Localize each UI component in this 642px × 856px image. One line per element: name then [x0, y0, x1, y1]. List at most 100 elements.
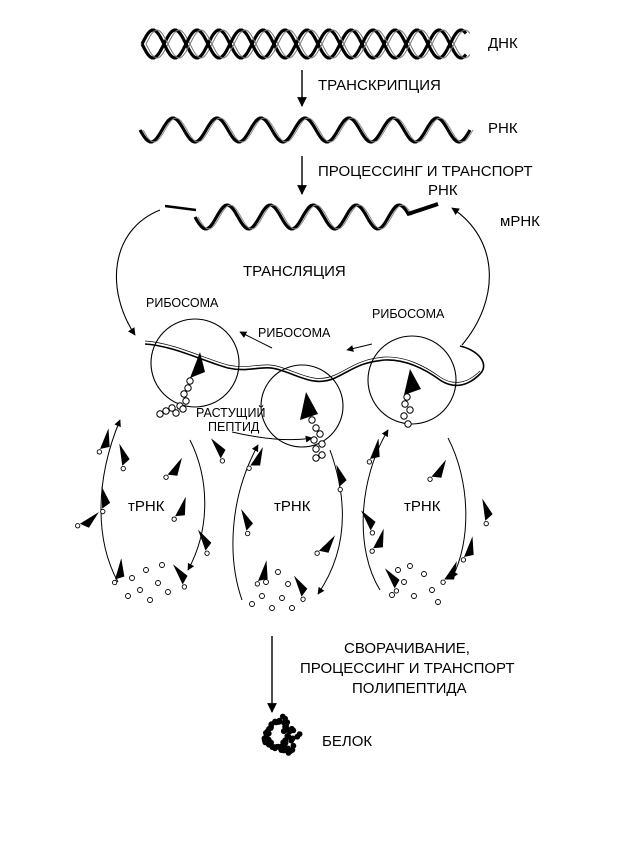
mrna-5-cap: [164, 204, 197, 212]
peptide-left-bead: [184, 384, 192, 392]
protein-residue: [282, 739, 289, 746]
free-trna: [314, 535, 336, 556]
free-amino-acid: [429, 587, 435, 593]
processing-label-line2: РНК: [428, 182, 458, 199]
free-amino-acid: [147, 597, 153, 603]
dna-strand-1: [140, 28, 468, 60]
mrna-strand: [164, 202, 439, 231]
folded-protein: [261, 713, 303, 756]
peptide-middle-bead: [316, 430, 324, 438]
free-amino-acid: [289, 605, 295, 611]
peptide-right-bead: [401, 400, 409, 408]
free-amino-acid: [155, 580, 161, 586]
ribosome-label-right: РИБОСОМА: [372, 307, 445, 321]
peptide-middle-bead: [312, 424, 320, 432]
free-amino-acid: [275, 569, 281, 575]
translation-label: ТРАНСЛЯЦИЯ: [243, 263, 346, 280]
peptide-left-bead: [168, 404, 176, 412]
protein-residue: [290, 727, 297, 734]
processing-label-line1: ПРОЦЕССИНГ И ТРАНСПОРТ: [318, 163, 533, 180]
ribosome-right-to-mrna-arrow: [451, 207, 490, 346]
free-amino-acid: [259, 593, 265, 599]
folding-label-line2: ПРОЦЕССИНГ И ТРАНСПОРТ: [300, 660, 515, 677]
ribosome-trna-left: [190, 352, 205, 378]
trna-cycle-middle-down: [317, 449, 343, 595]
free-amino-acid: [285, 581, 291, 587]
free-trna: [460, 536, 474, 563]
free-amino-acid: [435, 599, 441, 605]
ribosome-trna-right: [404, 369, 421, 395]
free-trna: [482, 498, 493, 527]
growing-peptide-label-line2: ПЕПТИД: [208, 420, 260, 434]
protein-residue: [263, 730, 269, 736]
ribosome-right: [367, 335, 457, 425]
free-amino-acid: [137, 587, 143, 593]
free-amino-acid: [159, 562, 165, 568]
ribosome-middle: [260, 364, 344, 448]
transcription-label: ТРАНСКРИПЦИЯ: [318, 77, 441, 94]
peptide-middle-bead: [312, 445, 320, 453]
dna-strand-shadow-1: [145, 29, 471, 59]
free-trna: [336, 464, 347, 493]
trna-cycle-left-down: [187, 439, 206, 571]
peptide-left-bead: [172, 409, 180, 417]
protein-residue: [266, 741, 272, 748]
free-amino-acid: [421, 571, 427, 577]
free-amino-acid-pool: [125, 562, 441, 611]
free-trna: [384, 568, 400, 594]
free-amino-acid: [143, 567, 149, 573]
free-trna: [198, 529, 212, 556]
ribosome-left: [150, 318, 240, 408]
free-trna: [246, 447, 263, 471]
peptide-left-bead: [186, 377, 194, 385]
peptide-left-bead: [162, 407, 170, 415]
free-amino-acid: [395, 567, 401, 573]
peptide-left-bead: [156, 410, 164, 418]
mrna-thread: [144, 343, 485, 387]
folding-label-line3: ПОЛИПЕПТИДА: [352, 680, 467, 697]
peptide-left-bead: [180, 390, 188, 398]
free-amino-acid: [411, 593, 417, 599]
free-trna: [241, 509, 254, 537]
ribosome-move-arrow-right: [346, 343, 373, 352]
trna-cycle-left-up: [100, 419, 121, 583]
free-trna: [254, 560, 268, 587]
free-trna: [96, 428, 110, 455]
free-amino-acid: [269, 605, 275, 611]
dna-strand-shadow-2: [145, 29, 471, 59]
free-trna: [440, 561, 457, 585]
protein-residue: [274, 719, 281, 725]
dna-strand-2: [140, 28, 468, 60]
free-trna: [75, 511, 99, 529]
free-trna: [119, 443, 130, 472]
ribosome-move-arrow-top: [239, 331, 273, 349]
growing-peptide-pointer: [231, 431, 313, 443]
free-amino-acid: [263, 579, 269, 585]
peptide-middle-bead: [312, 454, 320, 462]
free-trna: [294, 575, 308, 602]
trna-label-middle: тРНК: [274, 498, 311, 515]
rna-ribbon: [138, 116, 472, 144]
trna-cycle-middle-up: [232, 444, 259, 601]
peptide-right-bead: [400, 412, 408, 420]
dna-helix: [140, 28, 471, 60]
rna-strand: [138, 116, 474, 144]
growing-peptide-chains: [156, 377, 414, 462]
peptide-left-bead: [179, 405, 187, 413]
free-amino-acid: [125, 593, 131, 599]
free-trna: [171, 496, 186, 522]
mrna-to-ribosome-left-arrow: [115, 209, 161, 336]
mrna-label: мРНК: [500, 213, 540, 230]
free-trna: [112, 558, 125, 586]
peptide-left-bead: [182, 397, 190, 405]
free-amino-acid: [401, 579, 407, 585]
dna-label: ДНК: [488, 35, 518, 52]
peptide-right-bead: [403, 393, 411, 401]
folding-label-line1: СВОРАЧИВАНИЕ,: [344, 640, 470, 657]
growing-peptide-label-line1: РАСТУЩИЙ: [196, 405, 265, 420]
peptide-middle-bead: [318, 451, 326, 459]
free-trna: [163, 457, 182, 480]
free-amino-acid: [165, 589, 171, 595]
free-trna: [366, 438, 380, 465]
